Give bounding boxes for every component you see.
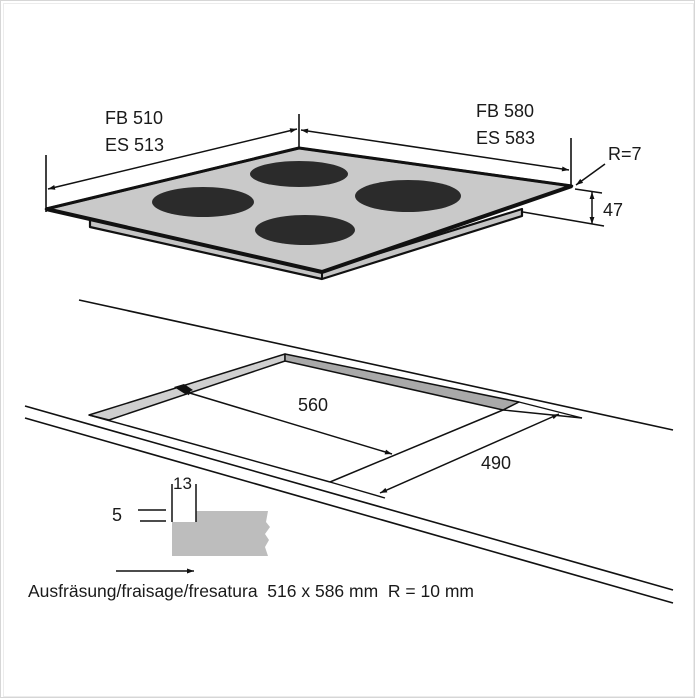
cutout-width-label: 560 bbox=[298, 395, 328, 415]
dimension-corner-radius: R=7 bbox=[575, 144, 642, 186]
diagram-inner-border bbox=[3, 3, 694, 697]
dimension-height: 47 bbox=[522, 188, 623, 227]
rebate-width-label: 13 bbox=[173, 474, 192, 493]
dimension-depth: FB 510 ES 513 bbox=[45, 108, 300, 212]
rebate-section-detail: 13 5 bbox=[112, 474, 270, 574]
dimension-cutout-width: 560 bbox=[182, 390, 393, 455]
countertop-illustration bbox=[24, 299, 674, 604]
depth-label-es: ES 513 bbox=[105, 135, 164, 155]
rebate-depth-label: 5 bbox=[112, 505, 122, 525]
dimension-width: FB 580 ES 583 bbox=[300, 101, 572, 188]
countertop-section bbox=[172, 511, 270, 556]
height-label: 47 bbox=[603, 200, 623, 220]
corner-radius-label: R=7 bbox=[608, 144, 642, 164]
cutout-depth-label: 490 bbox=[481, 453, 511, 473]
dimension-cutout-depth: 490 bbox=[379, 413, 560, 494]
burner-right-icon bbox=[355, 180, 461, 212]
burner-front-icon bbox=[255, 215, 355, 245]
cutout-caption: Ausfräsung/fraisage/fresatura 516 x 586 … bbox=[28, 581, 474, 601]
width-label-fb: FB 580 bbox=[476, 101, 534, 121]
burner-back-left-icon bbox=[152, 187, 254, 217]
depth-label-fb: FB 510 bbox=[105, 108, 163, 128]
width-label-es: ES 583 bbox=[476, 128, 535, 148]
cooktop-illustration bbox=[44, 146, 574, 281]
burner-back-icon bbox=[250, 161, 348, 187]
